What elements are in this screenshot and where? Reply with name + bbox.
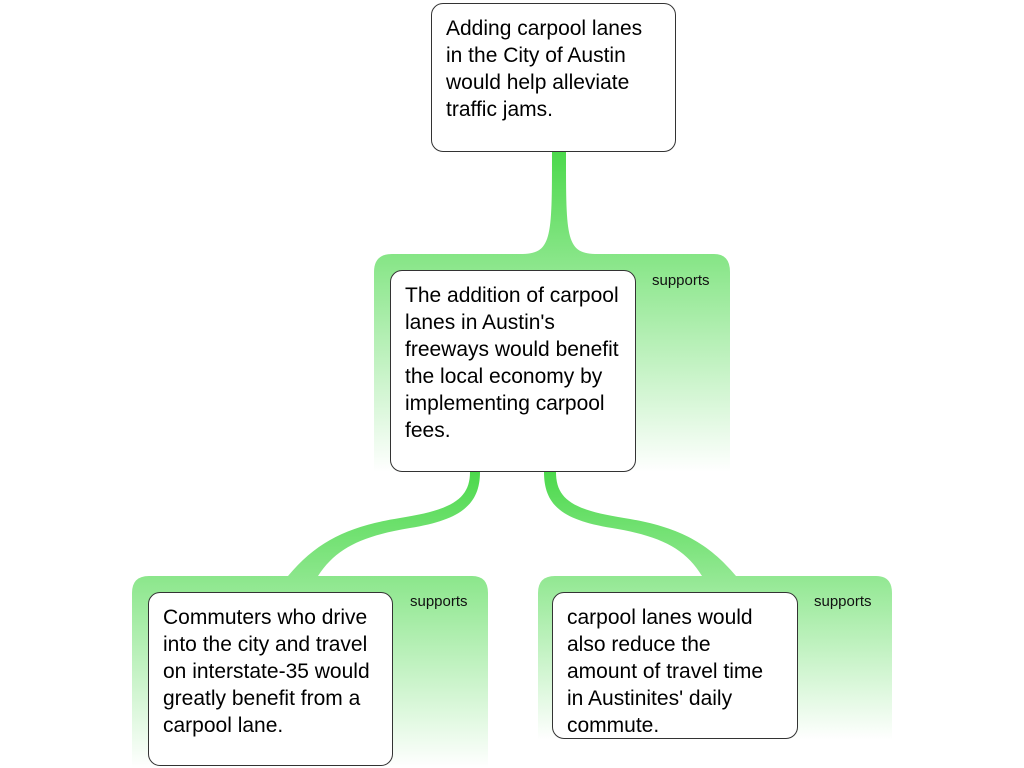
claim-box: Adding carpool lanes in the City of Aust… (431, 3, 676, 152)
reason-text: The addition of carpool lanes in Austin'… (405, 284, 619, 442)
evidence-left-box: Commuters who drive into the city and tr… (148, 592, 393, 766)
evidence-left-text: Commuters who drive into the city and tr… (163, 606, 370, 737)
evidence-right-box: carpool lanes would also reduce the amou… (552, 592, 798, 739)
evidence-right-text: carpool lanes would also reduce the amou… (567, 606, 764, 737)
reason-box: The addition of carpool lanes in Austin'… (390, 270, 636, 472)
relation-label-reason: supports (652, 272, 710, 289)
relation-label-right: supports (814, 593, 872, 610)
relation-label-left: supports (410, 593, 468, 610)
claim-text: Adding carpool lanes in the City of Aust… (446, 17, 643, 121)
